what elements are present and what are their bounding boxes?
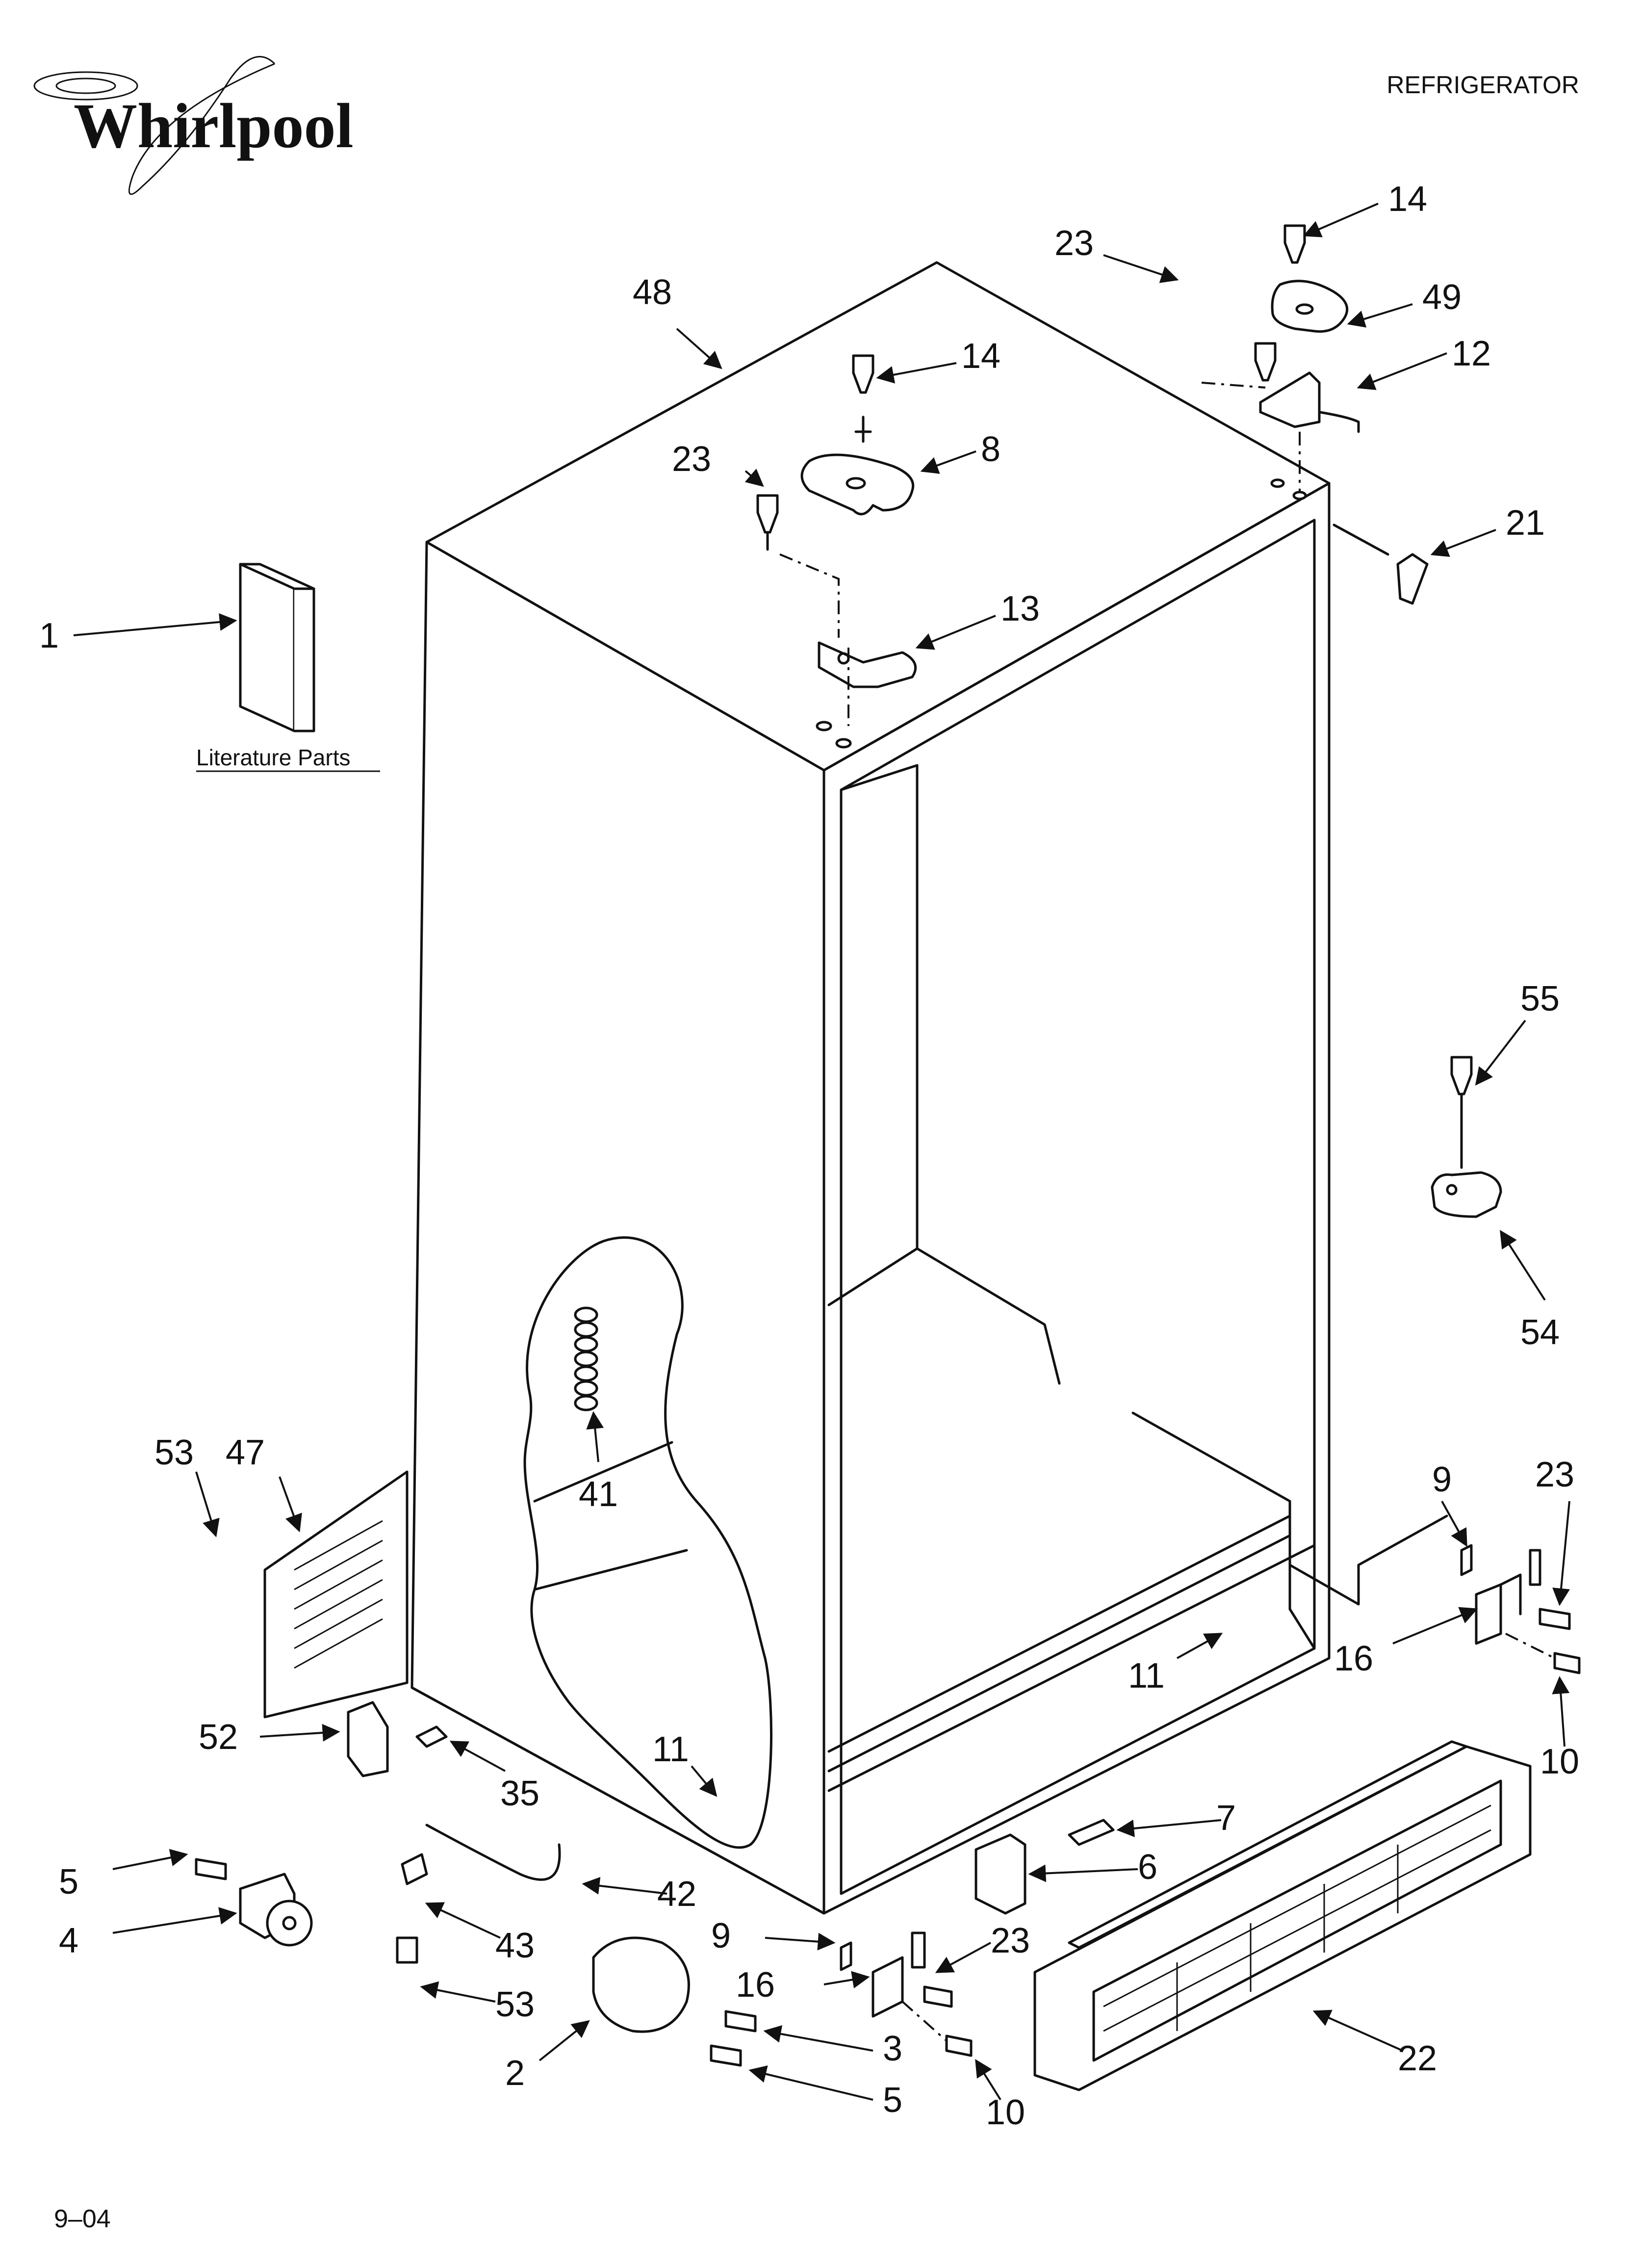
hinge-shim-assembly — [1431, 1056, 1502, 1218]
door-stop-clip — [1333, 523, 1429, 605]
callout-41: 41 — [579, 1475, 618, 1514]
date-code: 9–04 — [54, 2205, 111, 2233]
lower-hinge-right — [1460, 1544, 1581, 1674]
callout-9: 9 — [711, 1916, 731, 1955]
callout-8: 8 — [981, 430, 1001, 469]
lower-hinge-center — [840, 1931, 973, 2057]
callout-arrows — [73, 203, 1570, 2101]
callout-47: 47 — [226, 1433, 265, 1472]
callout-11: 11 — [1128, 1656, 1165, 1695]
callout-9: 9 — [1432, 1460, 1452, 1499]
toe-grille — [1033, 1740, 1532, 2091]
callout-16: 16 — [1334, 1639, 1373, 1678]
callout-1: 1 — [39, 616, 59, 655]
callout-52: 52 — [199, 1718, 238, 1757]
literature-parts-book — [239, 563, 315, 732]
callout-3: 3 — [883, 2029, 902, 2068]
upper-hinge-right — [1201, 224, 1360, 500]
bottom-left-parts — [195, 1701, 757, 2067]
callout-4: 4 — [59, 1921, 78, 1960]
rear-access-panel — [263, 1470, 409, 1719]
callout-53: 53 — [495, 1985, 535, 2024]
callout-23: 23 — [1535, 1455, 1574, 1494]
callout-10: 10 — [986, 2093, 1025, 2132]
callout-2: 2 — [505, 2054, 525, 2093]
page-category: REFRIGERATOR — [1386, 71, 1579, 99]
callout-49: 49 — [1422, 278, 1462, 317]
kickplate-bracket — [975, 1819, 1115, 1915]
brand-name: Whirlpool — [74, 91, 354, 161]
callout-54: 54 — [1520, 1313, 1560, 1352]
callout-53: 53 — [154, 1433, 194, 1472]
callout-11: 11 — [652, 1730, 689, 1769]
callout-23: 23 — [1054, 224, 1094, 263]
callout-13: 13 — [1001, 589, 1040, 628]
callout-35: 35 — [500, 1774, 539, 1813]
callout-5: 5 — [59, 1862, 78, 1902]
callout-12: 12 — [1452, 334, 1491, 373]
whirlpool-logo: Whirlpool — [33, 56, 354, 195]
callout-43: 43 — [495, 1926, 535, 1965]
callout-23: 23 — [991, 1921, 1030, 1960]
callout-42: 42 — [657, 1875, 696, 1914]
literature-parts-label: Literature Parts — [196, 745, 350, 770]
callout-5: 5 — [883, 2081, 902, 2120]
callout-16: 16 — [736, 1965, 775, 2005]
callout-14: 14 — [961, 337, 1001, 376]
drain-coil — [574, 1306, 598, 1411]
callout-22: 22 — [1398, 2039, 1437, 2078]
callout-48: 48 — [633, 273, 672, 312]
callout-6: 6 — [1138, 1848, 1157, 1887]
callout-labels: 1 48 14 23 8 13 23 14 49 12 21 55 54 41 … — [39, 180, 1579, 2132]
callout-23: 23 — [672, 440, 711, 479]
refrigerator-cabinet — [410, 261, 1448, 1915]
callout-55: 55 — [1520, 979, 1560, 1018]
callout-10: 10 — [1540, 1742, 1579, 1781]
callout-14: 14 — [1388, 180, 1427, 219]
callout-21: 21 — [1506, 503, 1545, 543]
upper-hinge-left — [756, 354, 917, 749]
callout-7: 7 — [1216, 1799, 1236, 1838]
